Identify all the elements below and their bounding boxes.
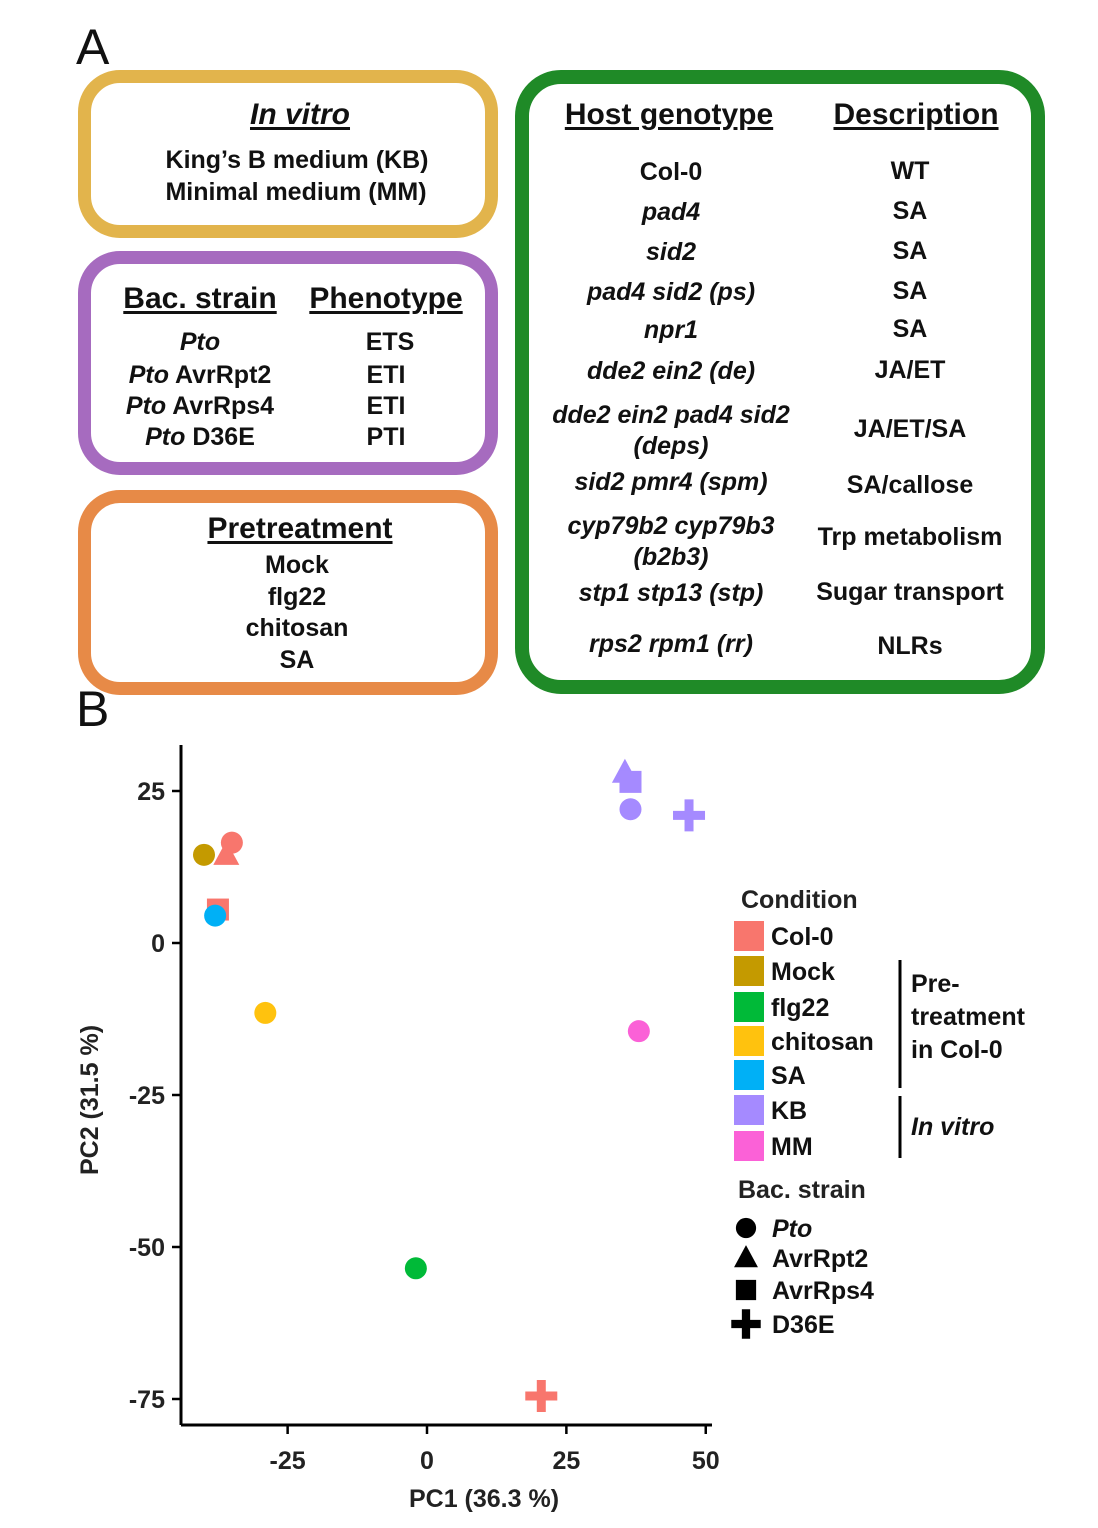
in-vitro-box [78,70,498,238]
legend-color-swatch [734,1026,764,1056]
data-point [627,1020,650,1043]
legend-shape-key [735,1279,757,1301]
legend-condition-label: Mock [771,958,835,986]
strain-row: Pto AvrRps4 [125,392,275,420]
legend-strain-title: Bac. strain [738,1176,866,1204]
host-genotype-box [515,70,1045,694]
legend-color-swatch [734,956,764,986]
legend-color-swatch [734,921,764,951]
host-genotype-cell: rps2 rpm1 (rr) [589,630,753,658]
host-genotype-cell: sid2 [645,238,697,266]
host-description-cell: SA [892,197,928,225]
y-tick-label: -75 [129,1386,165,1414]
legend-condition-label: flg22 [771,994,829,1022]
legend-condition-label: MM [771,1133,813,1161]
legend-condition-title: Condition [741,886,858,914]
strain-row: Pto D36E [145,423,255,451]
host-description-cell: SA [892,237,928,265]
host-description-cell: JA/ET [874,356,946,384]
strain-row: Pto AvrRpt2 [128,361,272,389]
legend-color-swatch [734,1131,764,1161]
pretreatment-item: chitosan [245,614,349,642]
host-genotype-cell: sid2 pmr4 (spm) [574,468,768,496]
host-description-cell: WT [890,157,930,185]
host-genotype-cell: dde2 ein2 pad4 sid2(deps) [552,401,790,460]
host-genotype-cell: Col-0 [639,158,703,186]
pretreatment-box [78,490,498,695]
legend-strain-label: AvrRpt2 [772,1245,868,1273]
host-genotype-cell: npr1 [643,316,699,344]
pretreatment-bracket-label: in Col-0 [911,1036,1003,1064]
host-genotype-cell: cyp79b2 cyp79b3(b2b3) [567,512,775,571]
legend-condition-label: SA [771,1062,806,1090]
data-point [673,799,706,832]
phenotype-cell: PTI [366,423,406,451]
panel-label-b: B [76,681,110,737]
legend-color-swatch [734,992,764,1022]
pretreatment-bracket-label: treatment [911,1003,1026,1031]
data-point [204,904,227,927]
x-tick-label: 50 [692,1447,720,1475]
legend-shape-key [731,1309,761,1339]
legend-shape-key [735,1217,757,1239]
x-tick-label: -25 [270,1447,306,1475]
y-tick-label: -50 [129,1234,165,1262]
y-axis-title: PC2 (31.5 %) [76,1025,104,1175]
phenotype-header: Phenotype [309,282,463,315]
host-description-cell: SA/callose [846,471,974,499]
legend-color-swatch [734,1095,764,1125]
bacterial-strain-box [78,251,498,475]
legend-condition-label: KB [771,1097,807,1125]
pretreatment-item: SA [279,646,315,674]
legend-condition-label: Col-0 [771,923,834,951]
legend-color-swatch [734,1060,764,1090]
host-description-cell: Trp metabolism [817,523,1003,551]
host-description-cell: JA/ET/SA [853,415,967,443]
legend-strain-label: D36E [772,1311,835,1339]
pretreatment-item: Mock [265,551,329,579]
legend-shape-key [734,1245,758,1268]
legend-strain-label: Pto [772,1215,812,1243]
in-vitro-title: In vitro [249,98,351,131]
pretreatment-bracket-label: Pre- [911,970,960,998]
strain-row: Pto [179,328,221,356]
host-genotype-cell: stp1 stp13 (stp) [578,579,764,607]
x-axis-title: PC1 (36.3 %) [409,1485,559,1513]
data-point [193,843,215,866]
host-genotype-cell: pad4 sid2 (ps) [586,278,756,306]
host-genotype-cell: dde2 ein2 (de) [586,357,756,385]
x-tick-label: 25 [552,1447,580,1475]
pretreatment-title: Pretreatment [207,512,393,545]
y-tick-label: -25 [129,1082,165,1110]
x-tick-label: 0 [420,1447,434,1475]
data-point [213,840,240,865]
data-point [619,770,642,793]
host-description-cell: SA [892,315,928,343]
host-description-cell: SA [892,277,928,305]
legend-strain-label: AvrRps4 [772,1277,874,1305]
in-vitro-line-kb: King’s B medium (KB) [165,146,429,174]
phenotype-cell: ETI [366,361,406,389]
y-tick-label: 0 [151,930,165,958]
data-point [525,1379,558,1412]
phenotype-cell: ETS [365,328,415,356]
strain-header: Bac. strain [123,282,277,315]
data-point [619,798,642,821]
host-description-cell: NLRs [877,632,943,660]
pretreatment-item: flg22 [267,583,327,611]
phenotype-cell: ETI [366,392,406,420]
host-genotype-header: Host genotype [564,98,774,131]
host-genotype-cell: pad4 [641,198,701,226]
in-vitro-bracket-label: In vitro [911,1113,994,1141]
data-point [404,1257,427,1280]
description-header: Description [833,98,999,131]
panel-label-a: A [76,19,110,75]
legend-condition-label: chitosan [771,1028,874,1056]
y-tick-label: 25 [137,778,165,806]
host-description-cell: Sugar transport [816,578,1004,606]
data-point [254,1001,277,1024]
in-vitro-line-mm: Minimal medium (MM) [165,178,427,206]
